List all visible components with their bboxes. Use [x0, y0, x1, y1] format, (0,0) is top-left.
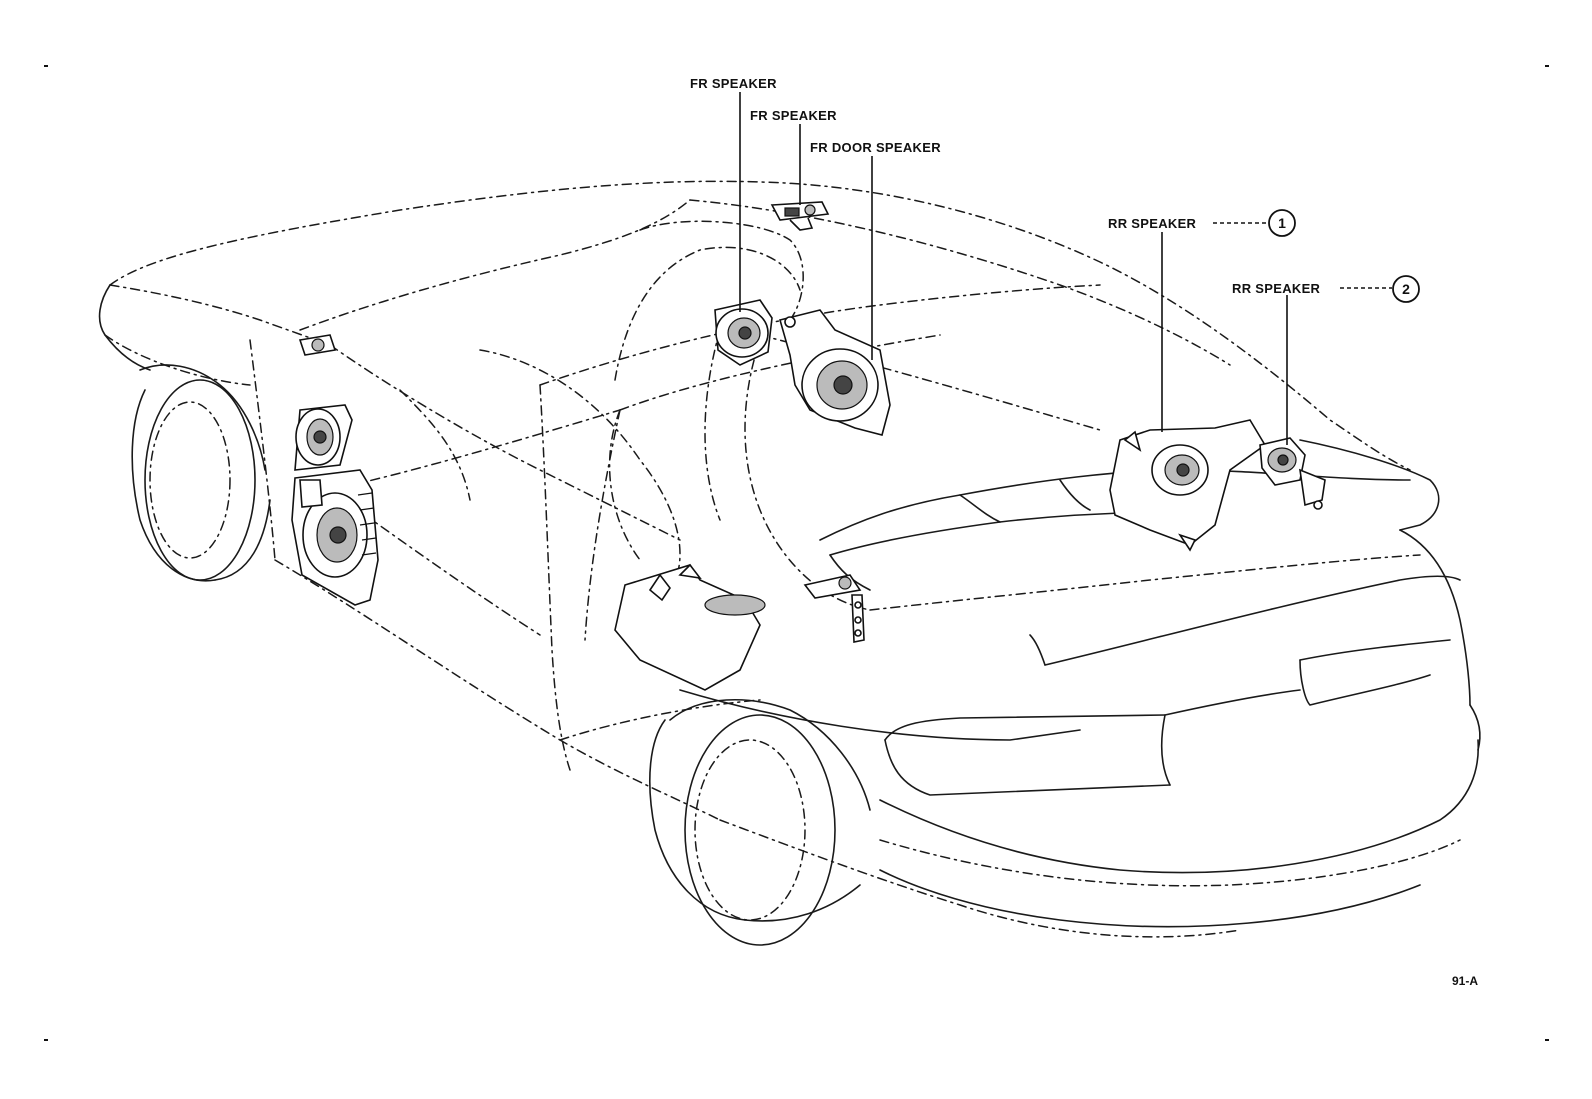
rr-speaker-box-1	[1109, 419, 1267, 552]
fr-door-speaker	[779, 309, 891, 436]
label-rr-speaker-2: RR SPEAKER	[1232, 281, 1321, 296]
figure-reference: 91-A	[1452, 974, 1478, 988]
rear-deck-bracket	[803, 574, 865, 643]
front-left-wheel	[131, 364, 271, 582]
rl-quarter-speaker	[614, 563, 766, 691]
callout-1-number: 1	[1278, 215, 1286, 231]
label-fr-speaker-2: FR SPEAKER	[750, 108, 837, 123]
callout-2: 2	[1392, 275, 1420, 303]
fr-tweeter-upper	[770, 201, 830, 231]
callout-1: 1	[1268, 209, 1296, 237]
label-rr-speaker-1: RR SPEAKER	[1108, 216, 1197, 231]
rr-speaker-2	[1259, 437, 1326, 510]
callout-2-number: 2	[1402, 281, 1410, 297]
corner-marks	[44, 65, 1549, 1041]
rear-left-wheel	[649, 698, 871, 946]
leader-lines	[739, 92, 1392, 445]
fl-door-speaker-assembly	[291, 404, 379, 606]
label-fr-door-speaker: FR DOOR SPEAKER	[810, 140, 941, 155]
fl-tweeter	[298, 334, 337, 356]
label-fr-speaker-1: FR SPEAKER	[690, 76, 777, 91]
fr-dash-speaker	[714, 299, 773, 366]
